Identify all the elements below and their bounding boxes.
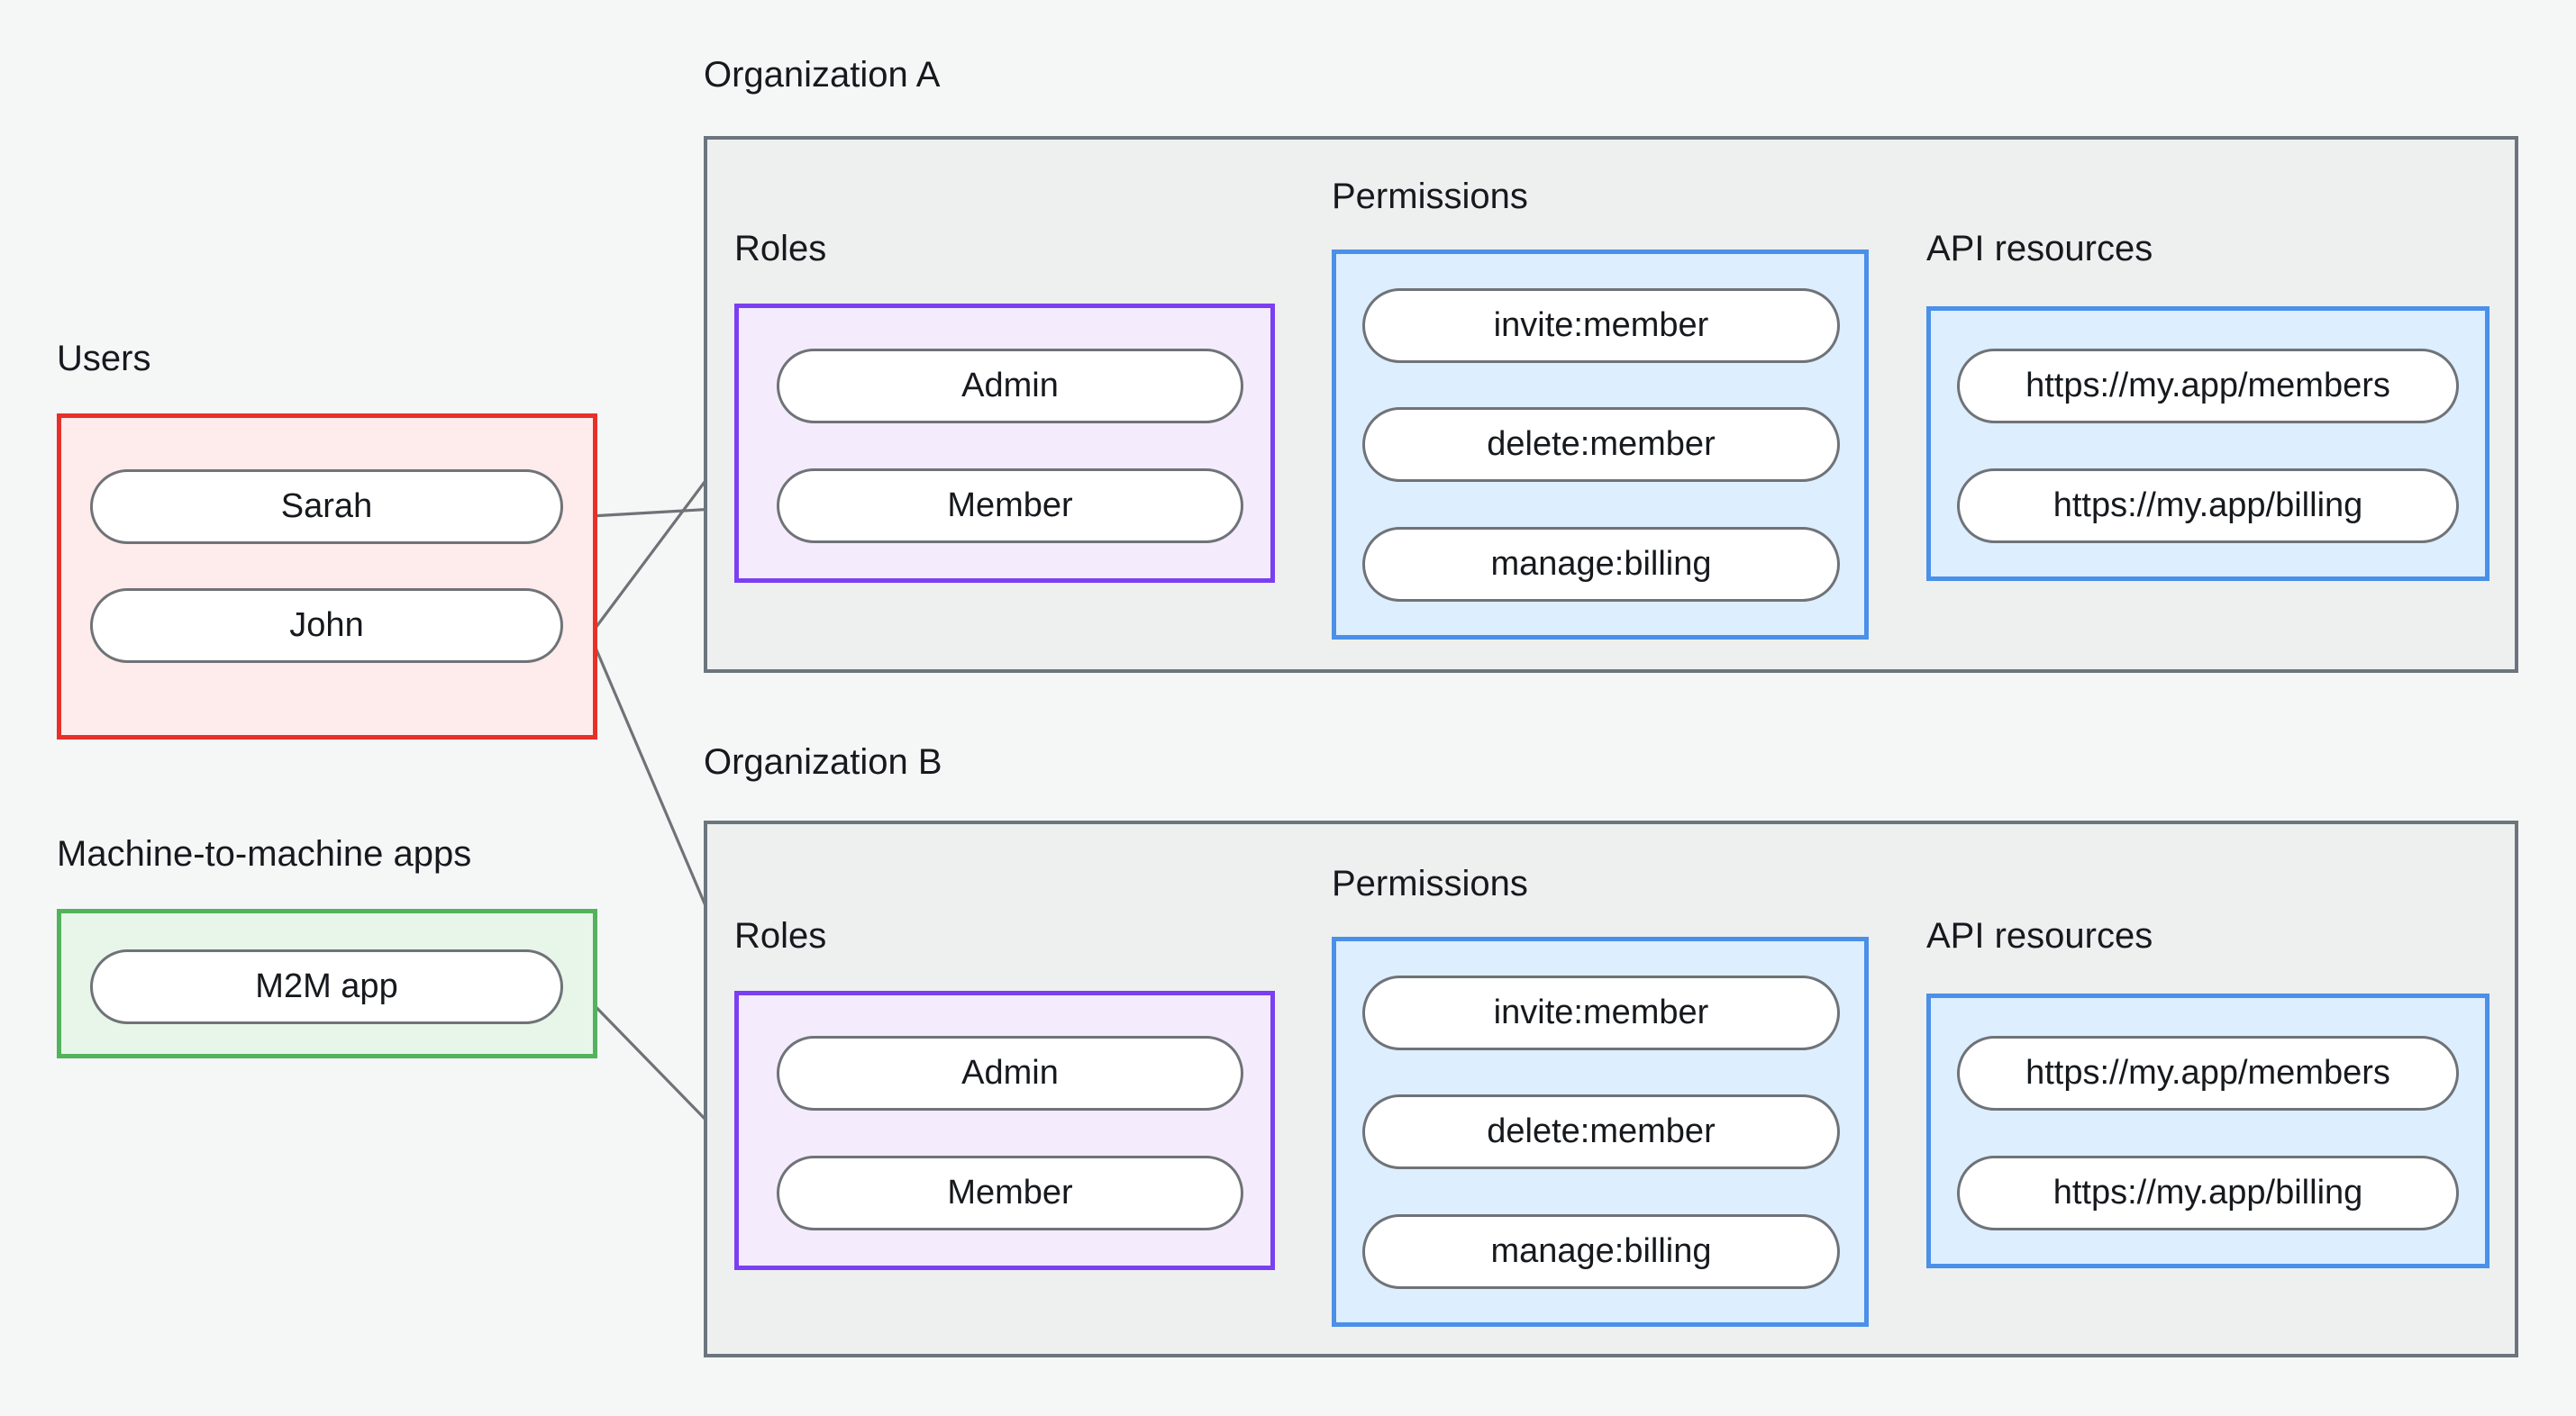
- org-a-label: Organization A: [704, 55, 941, 95]
- org-a-roles-label: Roles: [734, 229, 827, 268]
- org-b-role-admin[interactable]: Admin: [777, 1036, 1243, 1111]
- org-b-api-resource-billing[interactable]: https://my.app/billing: [1957, 1156, 2459, 1230]
- org-a-role-admin[interactable]: Admin: [777, 349, 1243, 423]
- org-b-permission-invite-member[interactable]: invite:member: [1362, 976, 1840, 1050]
- users-container: [57, 413, 597, 740]
- org-a-permission-invite-member[interactable]: invite:member: [1362, 288, 1840, 363]
- org-b-roles-label: Roles: [734, 916, 827, 956]
- org-a-permission-delete-member[interactable]: delete:member: [1362, 407, 1840, 482]
- m2m-group-label: Machine-to-machine apps: [57, 834, 472, 874]
- users-group-label: Users: [57, 339, 151, 378]
- org-b-api-resources-label: API resources: [1926, 916, 2153, 956]
- m2m-node-app[interactable]: M2M app: [90, 949, 563, 1024]
- org-b-role-member[interactable]: Member: [777, 1156, 1243, 1230]
- org-a-api-resources-label: API resources: [1926, 229, 2153, 268]
- org-b-label: Organization B: [704, 742, 942, 782]
- org-a-api-resource-billing[interactable]: https://my.app/billing: [1957, 468, 2459, 543]
- org-a-permissions-label: Permissions: [1332, 177, 1528, 216]
- org-b-api-resource-members[interactable]: https://my.app/members: [1957, 1036, 2459, 1111]
- org-b-permissions-label: Permissions: [1332, 864, 1528, 903]
- org-b-permission-delete-member[interactable]: delete:member: [1362, 1094, 1840, 1169]
- org-b-permission-manage-billing[interactable]: manage:billing: [1362, 1214, 1840, 1289]
- org-a-permission-manage-billing[interactable]: manage:billing: [1362, 527, 1840, 602]
- user-node-sarah[interactable]: Sarah: [90, 469, 563, 544]
- org-a-role-member[interactable]: Member: [777, 468, 1243, 543]
- org-a-api-resource-members[interactable]: https://my.app/members: [1957, 349, 2459, 423]
- user-node-john[interactable]: John: [90, 588, 563, 663]
